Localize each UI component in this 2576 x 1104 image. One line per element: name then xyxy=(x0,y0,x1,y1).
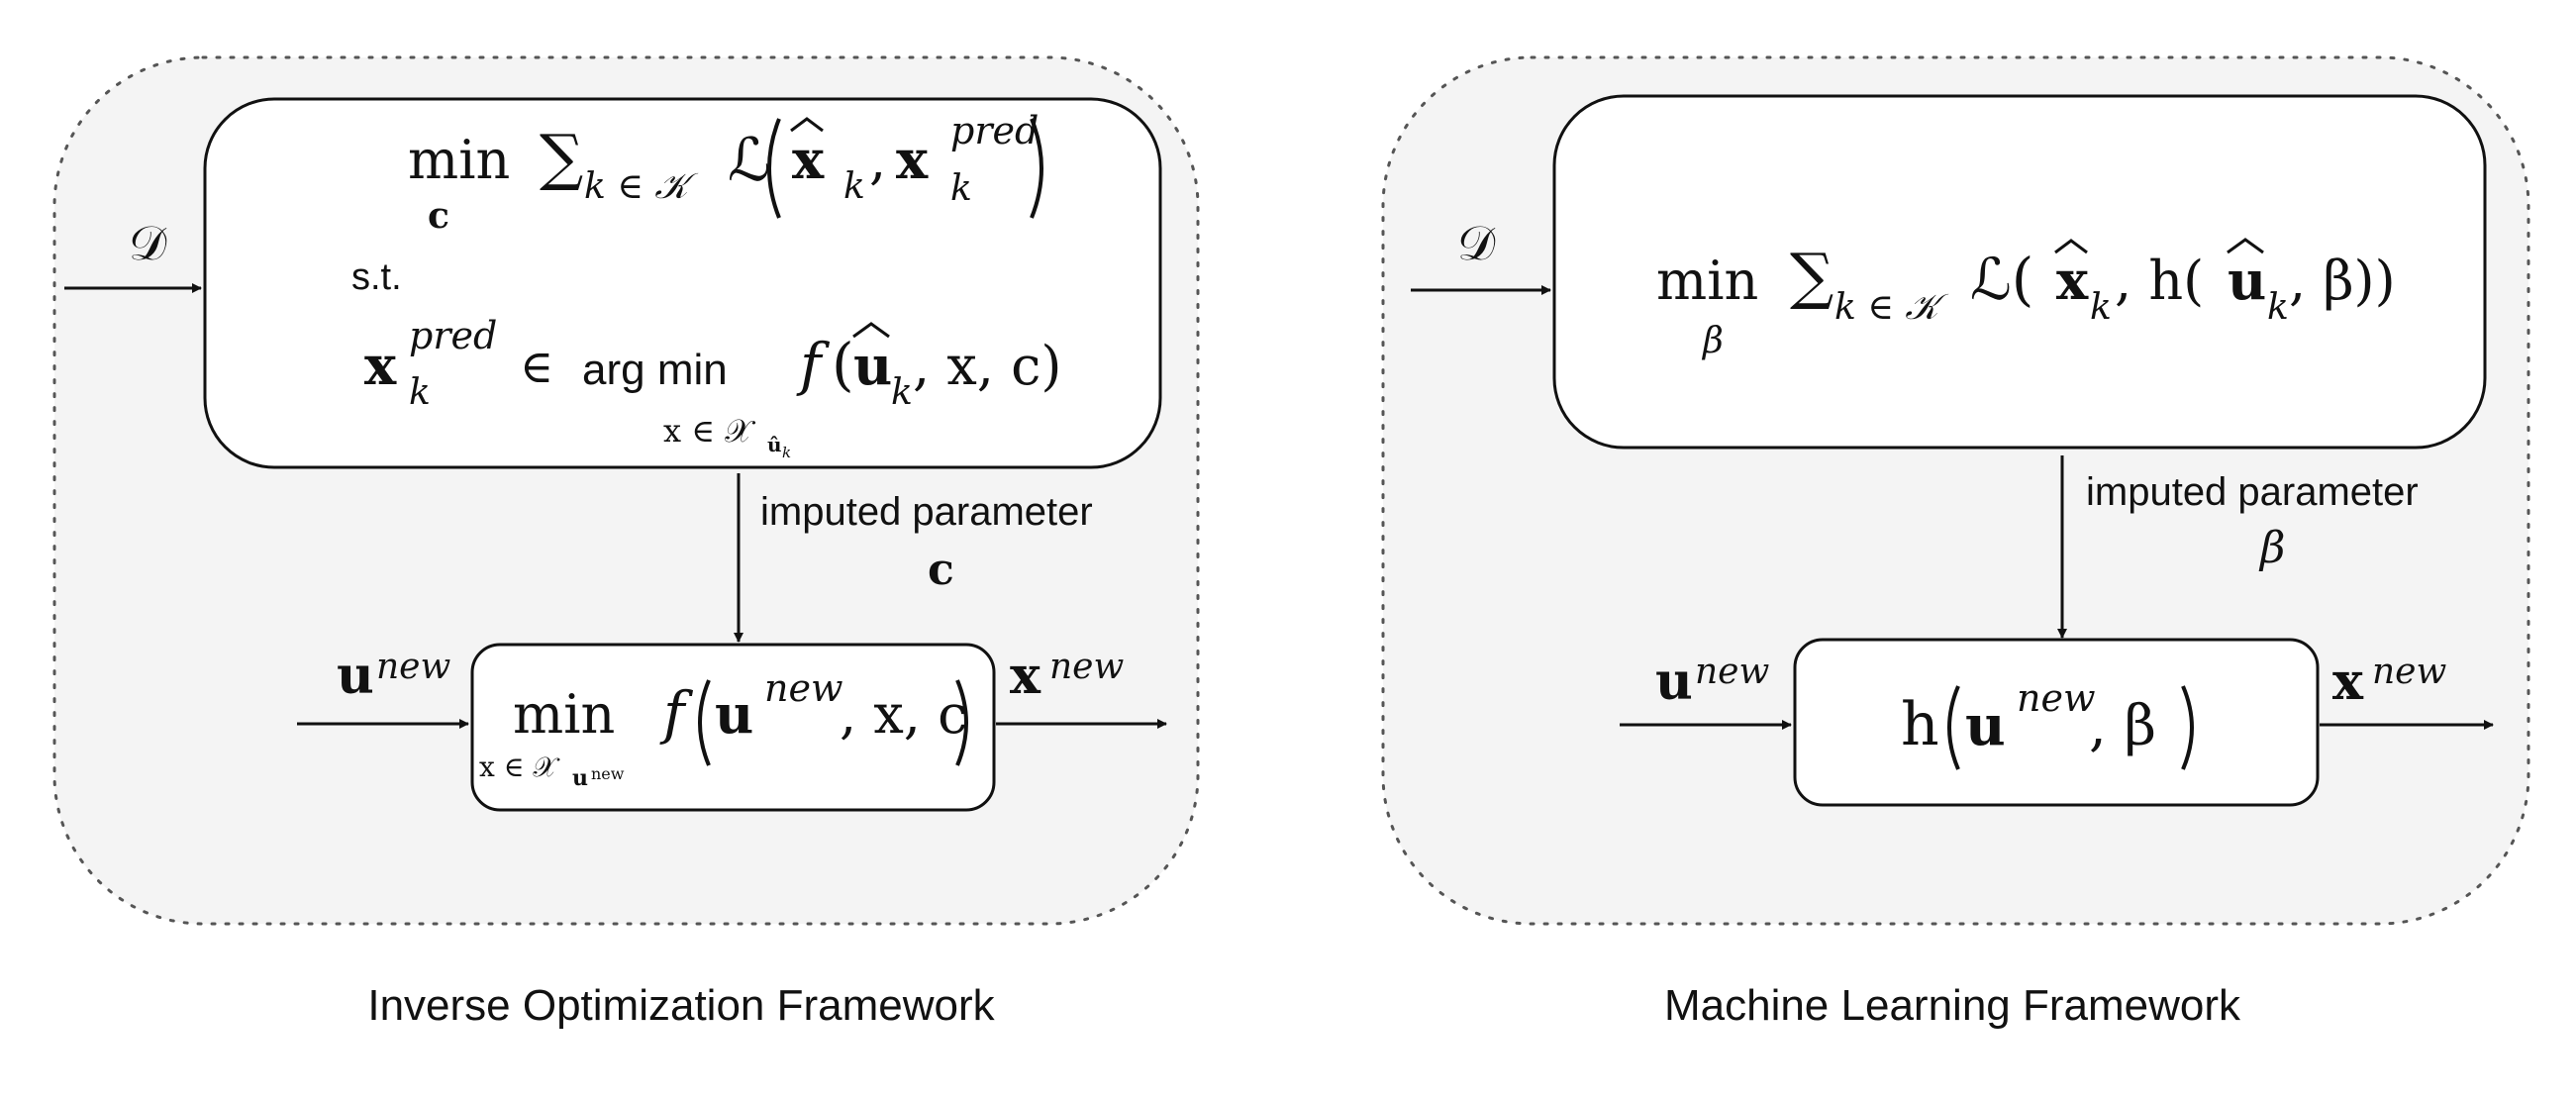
ml-model-call: , h( xyxy=(2115,250,2204,312)
io-loss-symbol: ℒ xyxy=(728,126,770,195)
io-element-of: ∈ xyxy=(520,340,553,393)
io-xpred-sup: pred xyxy=(950,109,1039,152)
io-xnew-base: x xyxy=(1010,646,1041,706)
io-loss-open-paren xyxy=(767,118,781,219)
io-constraint-uhat-hat xyxy=(852,322,890,339)
ml-uhat-hat xyxy=(2227,238,2264,254)
io-constraint-uhat: u xyxy=(853,334,892,397)
io-argmin-domain: x ∈ 𝒳 xyxy=(663,412,756,450)
io-constraint: x pred k ∈ arg min x ∈ 𝒳 û k f ( u k , x… xyxy=(364,314,1061,461)
ml-pred-h: h xyxy=(1901,690,1939,759)
ml-min-variable: β xyxy=(1701,321,1724,361)
io-min-variable: c xyxy=(428,195,449,237)
io-imputed-param: c xyxy=(928,545,954,595)
ml-min-operator: min xyxy=(1656,250,1758,312)
ml-sum-symbol: ∑ xyxy=(1790,240,1833,312)
io-pred-open-paren xyxy=(698,679,711,766)
io-xpred: x xyxy=(896,128,929,191)
io-caption: Inverse Optimization Framework xyxy=(367,981,995,1030)
io-unew-sup: new xyxy=(376,647,450,687)
ml-objective-rest: , β)) xyxy=(2289,250,2396,312)
io-constraint-uhat-sub: k xyxy=(891,372,913,413)
io-loss-close-paren xyxy=(1030,118,1043,219)
io-xpred-sub: k xyxy=(950,168,972,209)
io-objective: min c ∑ k ∈ 𝒦 ℒ x k , x pred k xyxy=(408,109,1043,237)
io-pred-domain-sub: u xyxy=(572,765,588,791)
io-prediction-box xyxy=(470,643,996,812)
io-pred-close-paren xyxy=(955,679,968,766)
io-pred-u: u xyxy=(715,682,753,746)
io-constraint-x-sup: pred xyxy=(409,314,497,357)
ml-unew-sup: new xyxy=(1695,652,1769,692)
ml-prediction-box xyxy=(1793,638,2320,807)
ml-unew-base: u xyxy=(1655,652,1693,712)
io-pred-args: , x, c xyxy=(840,683,967,746)
io-argmin: arg min xyxy=(582,346,728,394)
io-argmin-domain-sub: û xyxy=(767,433,782,456)
io-constraint-args: , x, c) xyxy=(913,335,1061,397)
io-pred-min: min xyxy=(513,683,615,746)
io-constraint-x-sub: k xyxy=(409,372,431,413)
io-xnew-sup: new xyxy=(1049,647,1124,687)
ml-xnew-base: x xyxy=(2332,652,2364,712)
io-sum-symbol: ∑ xyxy=(540,121,583,193)
ml-xhat: x xyxy=(2056,249,2089,312)
io-training-box xyxy=(203,97,1162,469)
io-argmin-domain-subsub: k xyxy=(782,444,791,461)
io-pred-domain-subsup: new xyxy=(591,764,625,783)
ml-dataset-symbol: 𝒟 xyxy=(1457,216,1496,271)
ml-prediction-formula: h u new , β xyxy=(1901,676,2194,770)
ml-xhat-sub: k xyxy=(2090,287,2112,328)
ml-pred-close-paren xyxy=(2181,685,2194,770)
ml-pred-u-sup: new xyxy=(2017,676,2096,720)
ml-objective: min β ∑ k ∈ 𝒦 ℒ( x k , h( u k , β)) xyxy=(1656,238,2396,361)
ml-training-box xyxy=(1552,94,2487,450)
io-constraint-x: x xyxy=(364,334,397,397)
ml-sum-index: k ∈ 𝒦 xyxy=(1834,287,1948,328)
io-pred-domain: x ∈ 𝒳 xyxy=(479,751,560,783)
ml-xnew-sup: new xyxy=(2372,652,2446,692)
ml-imputed-param: β xyxy=(2258,523,2285,573)
io-imputed-label: imputed parameter xyxy=(760,490,1093,534)
io-constraint-open-paren: ( xyxy=(832,331,854,398)
ml-imputed-label: imputed parameter xyxy=(2086,470,2419,514)
io-objective-comma: , xyxy=(869,129,886,191)
io-xhat-hat xyxy=(790,117,824,133)
ml-panel: min β ∑ k ∈ 𝒦 ℒ( x k , h( u k , β)) 𝒟 im… xyxy=(1381,55,2530,1030)
ml-pred-u: u xyxy=(1965,693,2006,758)
io-sum-index: k ∈ 𝒦 xyxy=(584,166,698,207)
ml-xhat-hat xyxy=(2054,239,2088,254)
ml-caption: Machine Learning Framework xyxy=(1664,981,2241,1030)
ml-loss-symbol: ℒ( xyxy=(1970,246,2033,313)
io-panel: min c ∑ k ∈ 𝒦 ℒ x k , x pred k s.t. x pr… xyxy=(52,55,1200,1030)
io-dataset-symbol: 𝒟 xyxy=(129,216,167,271)
io-pred-u-sup: new xyxy=(764,666,843,710)
io-subject-to: s.t. xyxy=(351,256,402,298)
ml-uhat-sub: k xyxy=(2267,287,2289,328)
ml-pred-args: , β xyxy=(2089,694,2156,758)
io-min-operator: min xyxy=(408,129,510,191)
io-unew-base: u xyxy=(337,646,374,706)
ml-pred-open-paren xyxy=(1947,685,1960,770)
ml-uhat: u xyxy=(2228,249,2266,312)
io-xhat: x xyxy=(792,128,825,191)
io-xhat-sub: k xyxy=(843,166,865,207)
